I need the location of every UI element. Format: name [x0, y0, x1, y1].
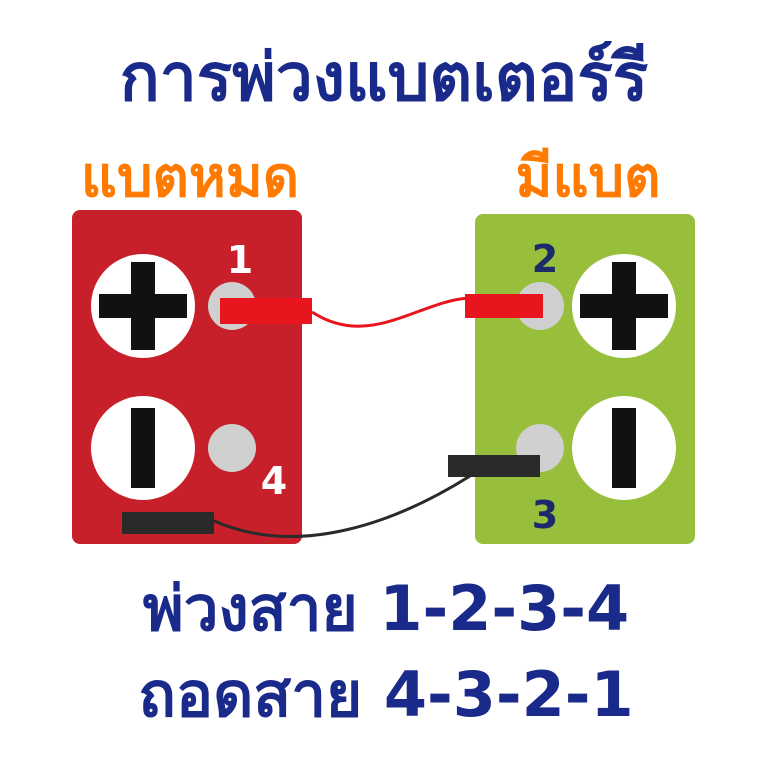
terminal-number-1: 1	[227, 238, 253, 282]
positive-cable-wire	[311, 296, 471, 328]
positive-symbol-icon	[572, 254, 676, 358]
positive-cable	[220, 294, 543, 328]
terminal-number-2: 2	[532, 237, 558, 281]
page-title: การพ่วงแบตเตอร์รี	[120, 39, 649, 116]
terminal-number-4: 4	[261, 459, 287, 503]
negative-cable-wire	[211, 474, 471, 538]
connect-instruction: พ่วงสาย 1-2-3-4	[143, 572, 629, 645]
negative-cable	[122, 455, 540, 538]
negative-clamp-good	[448, 455, 540, 477]
terminal-number-3: 3	[532, 493, 558, 537]
good-battery-body	[475, 214, 695, 544]
dead-battery: 1 4	[72, 210, 302, 544]
dead-battery-label: แบตหมด	[81, 145, 299, 210]
good-battery-label: มีแบต	[516, 145, 661, 210]
negative-symbol-icon	[572, 396, 676, 500]
dead-negative-terminal	[208, 424, 256, 472]
positive-clamp-dead	[220, 298, 312, 324]
negative-clamp-dead	[122, 512, 214, 534]
positive-clamp-good	[465, 294, 543, 318]
positive-symbol-icon	[91, 254, 195, 358]
good-battery: 2 3	[475, 214, 695, 544]
disconnect-instruction: ถอดสาย 4-3-2-1	[138, 658, 633, 731]
negative-symbol-icon	[91, 396, 195, 500]
